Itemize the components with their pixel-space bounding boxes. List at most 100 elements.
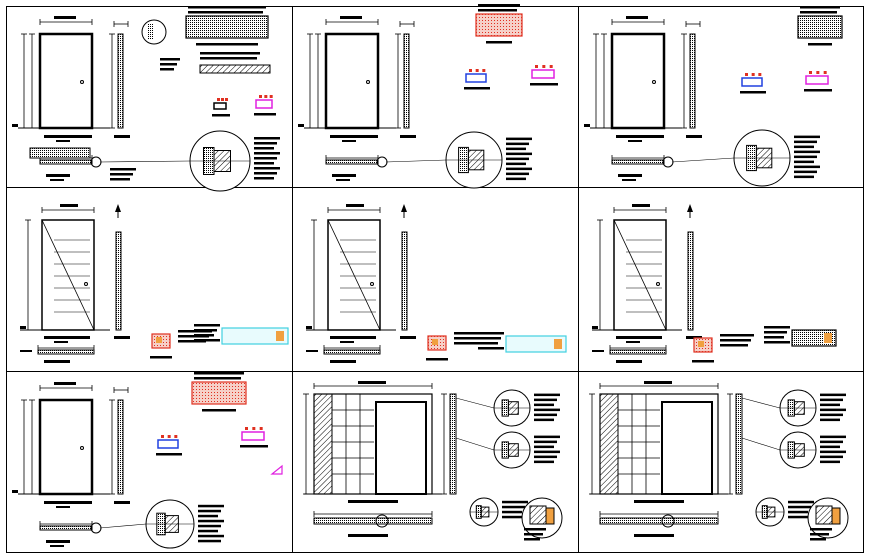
leader-label <box>198 514 218 518</box>
elevation-scale <box>56 140 70 142</box>
leader-label <box>820 408 846 412</box>
leader-label <box>478 347 504 350</box>
glazed-door-panel <box>306 204 567 363</box>
leader-label <box>764 326 790 329</box>
leader-label <box>820 460 840 464</box>
elevation-title <box>616 135 664 138</box>
profile-dim-mark <box>816 71 820 74</box>
leader-label <box>478 342 498 345</box>
partition-plan <box>313 517 433 525</box>
plan-title <box>46 174 70 177</box>
door-plan <box>39 159 93 165</box>
level-marker <box>12 490 18 493</box>
door-plan <box>609 349 667 355</box>
curtain-hatch <box>599 393 619 495</box>
door-handle <box>80 446 84 450</box>
profile-dim-mark <box>751 73 755 76</box>
detail-leader <box>99 160 191 163</box>
glass-section <box>505 335 567 353</box>
plan-title <box>634 534 674 537</box>
leader-label <box>820 398 843 402</box>
leader-label <box>820 450 846 454</box>
wood-core <box>831 507 841 525</box>
door-plan <box>323 349 381 355</box>
profile-label <box>464 87 490 90</box>
wide-partition-panels <box>303 381 849 541</box>
plan-title <box>332 174 356 177</box>
profile-callout <box>531 69 555 79</box>
leader-label <box>188 11 263 14</box>
jamb-label <box>426 358 448 361</box>
plan-title <box>330 360 356 363</box>
leader-label <box>506 162 526 166</box>
leader-label <box>194 329 217 332</box>
door-elevation-panel <box>12 372 283 549</box>
elevation-title <box>616 336 662 339</box>
leader-label <box>794 160 814 164</box>
leader-label <box>506 147 526 151</box>
plan-title <box>616 360 642 363</box>
elevation-title <box>44 336 90 339</box>
door-handle <box>84 282 88 286</box>
detail-frame-hatch <box>815 505 833 525</box>
plan-marker <box>306 350 318 352</box>
section-title <box>686 135 702 138</box>
profile-dim-mark <box>469 69 472 72</box>
dimension-label <box>54 382 76 385</box>
detail-circle-icon <box>733 129 820 187</box>
dimension-label <box>346 204 364 207</box>
detail-section-hatch <box>148 24 154 40</box>
leader-label <box>178 340 206 343</box>
door-plan <box>611 159 665 165</box>
corner-callout <box>270 464 283 475</box>
door-opening <box>375 401 427 495</box>
profile-dim-mark <box>745 73 748 76</box>
plan-scale <box>622 179 636 181</box>
detail-circle-icon <box>755 497 814 527</box>
leader-label <box>478 4 520 7</box>
leader-label <box>110 173 133 176</box>
profile-callout <box>241 431 265 441</box>
leader-label <box>254 137 280 140</box>
detail-circle-icon <box>445 131 532 189</box>
elevation-title <box>44 501 92 504</box>
profile-label <box>240 445 268 448</box>
leader-label <box>506 157 529 161</box>
door-elevation-panel <box>12 6 280 192</box>
level-marker <box>592 326 598 329</box>
leader-label <box>534 455 557 459</box>
section-title <box>114 336 130 339</box>
profile-dim-mark <box>225 98 228 101</box>
section-detail-block <box>185 15 269 39</box>
door-handle <box>656 282 660 286</box>
leader-label <box>810 528 832 531</box>
door-leaf <box>38 398 94 496</box>
door-section <box>687 231 694 331</box>
leader-label <box>524 528 546 531</box>
elevation-title <box>44 135 92 138</box>
dimension-label <box>626 16 648 19</box>
leader-label <box>534 403 554 407</box>
leader-label <box>810 533 829 536</box>
leader-label <box>820 445 840 449</box>
leader-label <box>794 175 814 179</box>
dimension-label <box>340 16 362 19</box>
profile-dim-mark <box>758 73 762 76</box>
leader-label <box>534 413 557 417</box>
profile-callout <box>213 102 227 110</box>
elevation-scale <box>626 341 640 343</box>
leader-label <box>194 377 241 380</box>
block-title <box>202 409 236 412</box>
wide-partition-panel <box>303 381 563 541</box>
leader-label <box>794 155 817 159</box>
elevation-scale <box>340 341 354 343</box>
leader-label <box>800 6 840 9</box>
profile-dim-mark <box>174 435 178 438</box>
leader-label <box>764 331 787 334</box>
section-title <box>114 501 130 504</box>
door-leaf <box>38 32 94 130</box>
leader-label <box>254 147 274 150</box>
profile-dim-mark <box>259 95 262 98</box>
leader-label <box>810 538 826 541</box>
detail-circle-icon <box>189 130 280 192</box>
